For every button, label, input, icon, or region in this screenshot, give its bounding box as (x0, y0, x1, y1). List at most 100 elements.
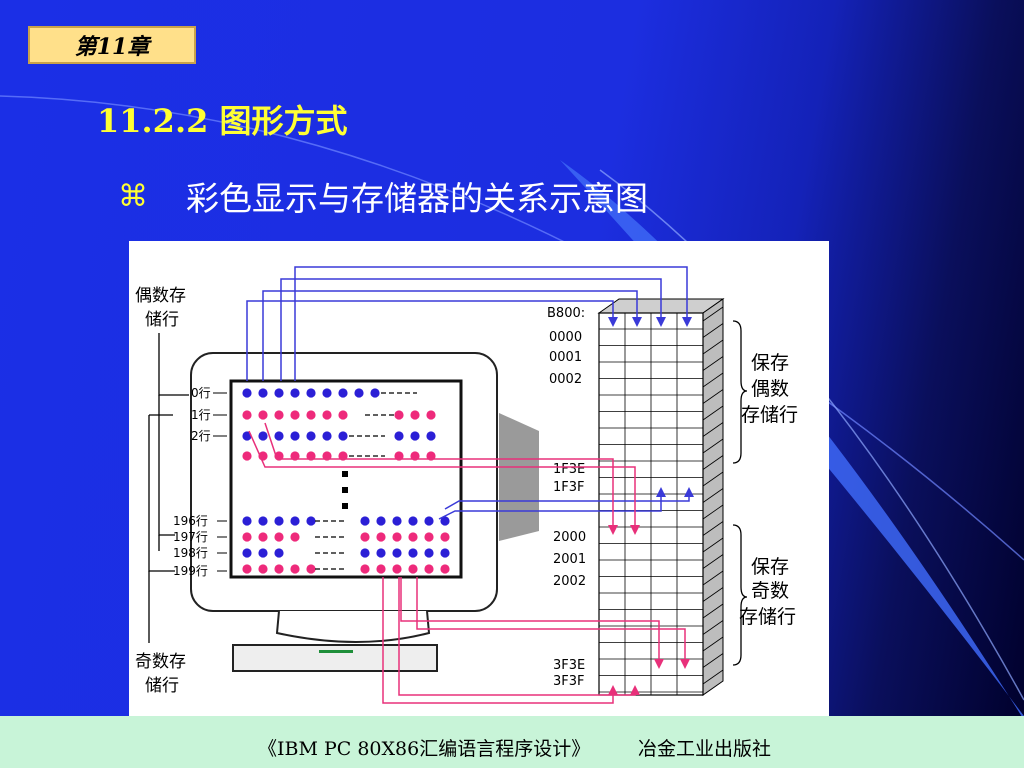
pixel-dot (426, 410, 436, 420)
save-odd-line: 奇数 (751, 580, 789, 602)
pixel-dot (322, 388, 332, 398)
address-label: 1F3F (553, 480, 585, 495)
arrow-head (608, 317, 618, 327)
pixel-dot (440, 548, 450, 558)
diagram-svg: 偶数存 储行 奇数存 储行 0行 1行 2行 196行 197行 198行 19… (135, 266, 798, 704)
mapping-line (416, 577, 686, 667)
address-label: 0000 (549, 330, 582, 345)
pixel-dot (274, 410, 284, 420)
arrow-head (608, 685, 618, 695)
row-label: 199行 (173, 564, 208, 578)
pixel-dot (376, 532, 386, 542)
row-label: 0行 (191, 386, 211, 400)
arrow-head (680, 659, 690, 669)
pixel-dot (322, 431, 332, 441)
pixel-dot (408, 532, 418, 542)
pixel-dot (424, 532, 434, 542)
right-braces (732, 320, 748, 666)
row-label: 196行 (173, 514, 208, 528)
save-odd-line: 存储行 (739, 606, 796, 628)
footer-bar: 《IBM PC 80X86汇编语言程序设计》 冶金工业出版社 (0, 716, 1024, 768)
save-even-line: 偶数 (751, 378, 789, 400)
mapping-line (248, 430, 636, 533)
arrow-head (632, 317, 642, 327)
mapping-line (264, 422, 614, 533)
pixel-dot (290, 431, 300, 441)
arrow-head (682, 317, 692, 327)
pixel-dot (306, 431, 316, 441)
ellipsis-dot (342, 471, 348, 477)
address-label: 0002 (549, 372, 582, 387)
pixel-dot (290, 410, 300, 420)
chapter-tag: 第11章 (28, 26, 196, 64)
pixel-dot (392, 532, 402, 542)
mapping-line (438, 489, 662, 520)
pixel-dot (274, 564, 284, 574)
arrow-head (656, 487, 666, 497)
pixel-dot (274, 431, 284, 441)
mapping-line (246, 300, 614, 381)
address-label: 1F3E (553, 462, 585, 477)
row-label-arrows (213, 392, 227, 572)
pixel-dot (440, 532, 450, 542)
pixel-dot (360, 532, 370, 542)
address-labels: B800: 0000 0001 0002 1F3E 1F3F 2000 2001… (547, 306, 586, 689)
publisher: 冶金工业出版社 (638, 738, 772, 760)
pixel-dot (360, 564, 370, 574)
pixel-dot (242, 532, 252, 542)
monitor-neck (499, 413, 539, 541)
monitor-stand (275, 610, 431, 643)
address-label: 2000 (553, 530, 586, 545)
power-led (319, 650, 353, 653)
pixel-dot (408, 516, 418, 526)
odd-rows-label: 储行 (145, 676, 179, 696)
pixel-dot (258, 410, 268, 420)
ellipsis-dot (342, 503, 348, 509)
row-label: 2行 (191, 429, 211, 443)
row-labels: 0行 1行 2行 196行 197行 198行 199行 (173, 386, 211, 578)
pixel-dot (242, 548, 252, 558)
save-even-line: 保存 (751, 352, 789, 374)
monitor-screen (229, 379, 463, 579)
pixel-dot (424, 548, 434, 558)
pixel-dot (424, 516, 434, 526)
even-rows-label: 储行 (145, 310, 179, 330)
pixel-dot (338, 388, 348, 398)
monitor-base (232, 644, 438, 672)
pixel-dot (338, 410, 348, 420)
pixel-dot (258, 431, 268, 441)
pixel-dot (242, 516, 252, 526)
pixel-dot (370, 388, 380, 398)
pixel-dot (408, 548, 418, 558)
address-label: 2001 (553, 552, 586, 567)
pixel-dot (274, 516, 284, 526)
memory-grid (599, 306, 724, 695)
pixel-dot (290, 564, 300, 574)
row-label: 1行 (191, 408, 211, 422)
pixel-dot (376, 516, 386, 526)
section-title: 11.2.2 图形方式 (97, 102, 348, 140)
save-odd-line: 保存 (751, 556, 789, 578)
arrow-head (684, 487, 694, 497)
pixel-dot (290, 532, 300, 542)
row-label: 197行 (173, 530, 208, 544)
pixel-dot (410, 410, 420, 420)
pixel-dot (258, 548, 268, 558)
pixel-dot (258, 516, 268, 526)
mapping-line (280, 278, 662, 381)
pixel-dot (338, 431, 348, 441)
pixel-dot (306, 410, 316, 420)
pixel-dot (242, 451, 252, 461)
even-rows-label: 偶数存 (135, 286, 186, 306)
save-odd-label: 保存 奇数 存储行 (739, 556, 796, 628)
pixel-dot (242, 431, 252, 441)
ellipsis-dot (342, 487, 348, 493)
pixel-dot (290, 516, 300, 526)
row-label: 198行 (173, 546, 208, 560)
address-label: B800: (547, 306, 585, 321)
pixel-dot (394, 410, 404, 420)
bullet-item: ⌘ 彩色显示与存储器的关系示意图 (118, 172, 648, 220)
pixel-dot (306, 516, 316, 526)
pixel-dot (360, 548, 370, 558)
arrow-head (656, 317, 666, 327)
